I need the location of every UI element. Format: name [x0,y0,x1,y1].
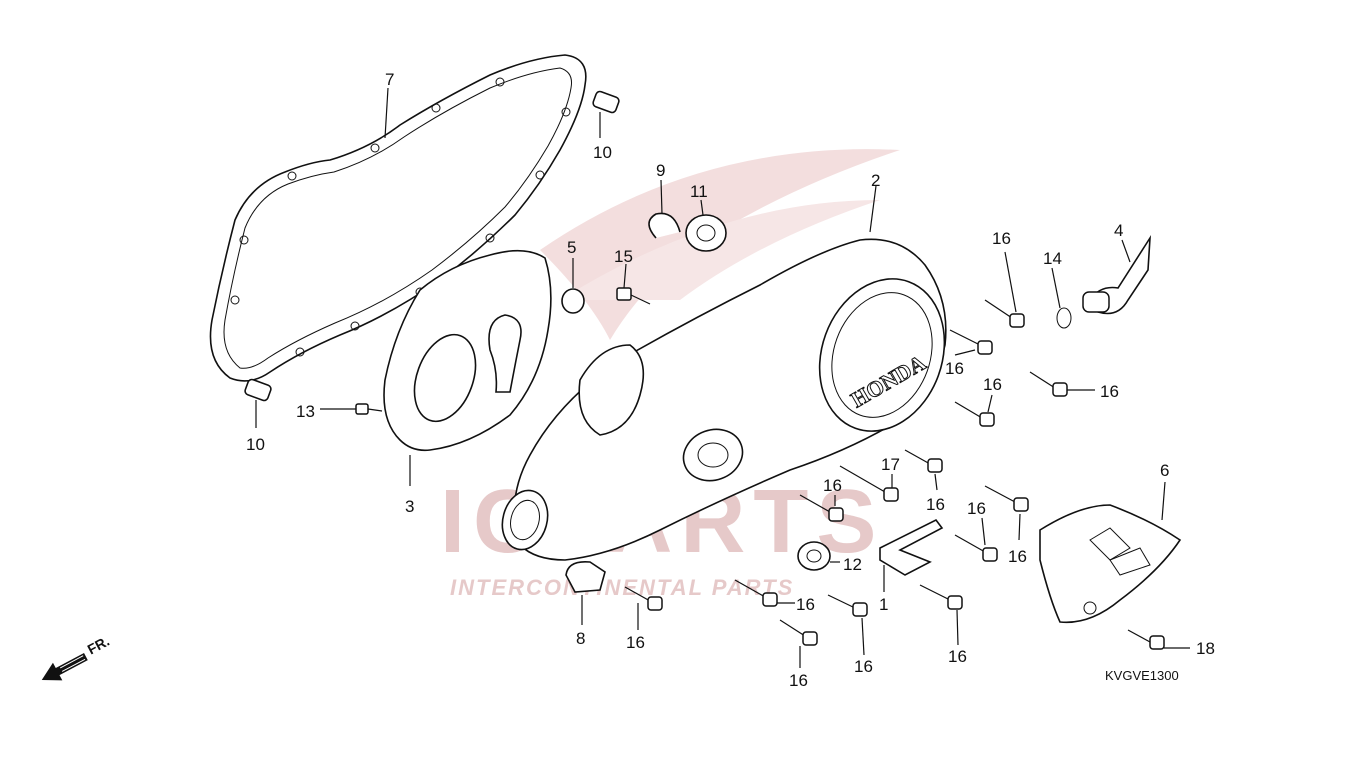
o-ring [1051,267,1072,329]
crankcase-cover: HONDA [501,185,947,561]
label-part-16-e: 16 [926,495,945,514]
bolt-15 [616,263,651,305]
bolt-16-l [919,584,963,646]
label-part-10-lower: 10 [246,435,265,454]
label-part-6: 6 [1160,461,1169,480]
label-part-16-g: 16 [967,499,986,518]
label-part-15: 15 [614,247,633,266]
bolt-16-d [954,394,995,427]
label-part-18: 18 [1196,639,1215,658]
flange-bolt-18 [1127,629,1190,650]
dowel-pin-lower [244,378,272,428]
clamp [565,560,606,625]
label-part-16-a: 16 [992,229,1011,248]
screw-13 [320,403,383,415]
bolt-16-a [984,251,1025,328]
side-cover [1039,481,1182,624]
label-part-16-b: 16 [945,359,964,378]
bolt-16-f [839,465,899,502]
label-part-16-c: 16 [1100,382,1119,401]
bolt-16-k [827,594,868,656]
bolt-16-h [799,494,844,522]
diagram-code: KVGVE1300 [1105,668,1179,683]
inner-cover [383,249,552,486]
label-part-16-d: 16 [983,375,1002,394]
collar [561,258,585,314]
label-part-16-l: 16 [948,647,967,666]
bolt-16-m [624,586,663,630]
front-direction-indicator: FR. [41,633,112,681]
label-part-4: 4 [1114,221,1123,240]
bolt-16-n [779,619,818,668]
circlip [648,179,681,239]
bearing-12 [797,541,840,571]
bolts-16 [624,251,1095,668]
label-part-16-i: 16 [796,595,815,614]
label-part-17: 17 [881,455,900,474]
bolt-16-j [734,579,795,607]
label-part-10-upper: 10 [593,143,612,162]
label-part-9: 9 [656,161,665,180]
bolt-16-e [904,449,943,491]
gasket [209,54,587,382]
direction-label: FR. [85,633,112,658]
label-part-16-h: 16 [1008,547,1027,566]
bolt-16-b [949,329,993,356]
part-labels: 7 10 10 13 3 9 11 5 15 2 16 14 4 16 16 1… [246,70,1215,690]
bolt-16-i [954,517,998,562]
bolt-16-c [1029,371,1095,397]
label-part-8: 8 [576,629,585,648]
label-part-16-k: 16 [854,657,873,676]
label-part-16-j: 16 [626,633,645,652]
label-part-1: 1 [879,595,888,614]
label-part-13: 13 [296,402,315,421]
label-part-7: 7 [385,70,394,89]
label-part-14: 14 [1043,249,1062,268]
label-part-2: 2 [871,171,880,190]
dowel-pin-upper [592,90,620,138]
bolt-16-g [984,485,1029,541]
bearing-11 [685,199,727,252]
label-part-11: 11 [690,182,708,201]
label-part-16-m: 16 [789,671,808,690]
breather-fitting [1082,234,1151,315]
label-part-5: 5 [567,238,576,257]
label-part-12: 12 [843,555,862,574]
bracket [879,518,944,592]
label-part-16-f: 16 [823,476,842,495]
label-part-3: 3 [405,497,414,516]
watermark-tagline: INTERCONTINENTAL PARTS [450,575,794,600]
